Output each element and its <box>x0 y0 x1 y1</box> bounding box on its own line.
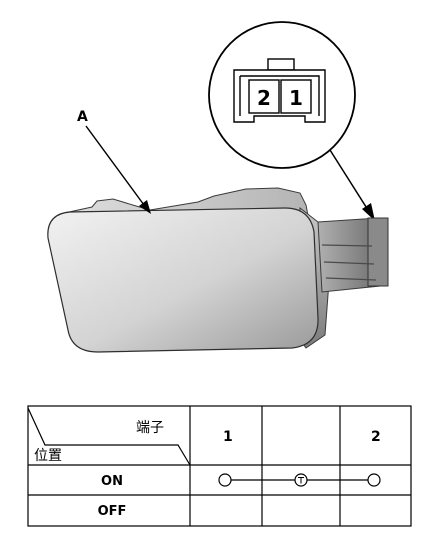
header-position-label: 位置 <box>34 448 62 464</box>
switch-front-face <box>47 207 319 353</box>
continuity-table <box>27 405 412 527</box>
connector-plug <box>317 217 389 293</box>
detail-pointer <box>329 149 375 221</box>
row-label-off: OFF <box>98 504 127 519</box>
header-diagonal <box>27 407 191 466</box>
header-terminal-label: 端子 <box>136 420 164 436</box>
terminal-node-1 <box>218 473 232 487</box>
column-header-terminal-1: 1 <box>223 429 233 445</box>
pin-number-2: 2 <box>257 86 271 110</box>
connector-detail: 2 1 <box>208 21 356 169</box>
pin-number-1: 1 <box>289 86 303 110</box>
callout-label-a: A <box>77 109 88 125</box>
column-header-terminal-2: 2 <box>371 429 381 445</box>
switch-body <box>47 187 389 353</box>
callout-arrow-a <box>85 125 151 214</box>
terminal-node-2 <box>367 473 381 487</box>
row-label-on: ON <box>101 474 123 489</box>
connector-face <box>233 58 326 123</box>
continuity-line-on <box>218 473 381 487</box>
